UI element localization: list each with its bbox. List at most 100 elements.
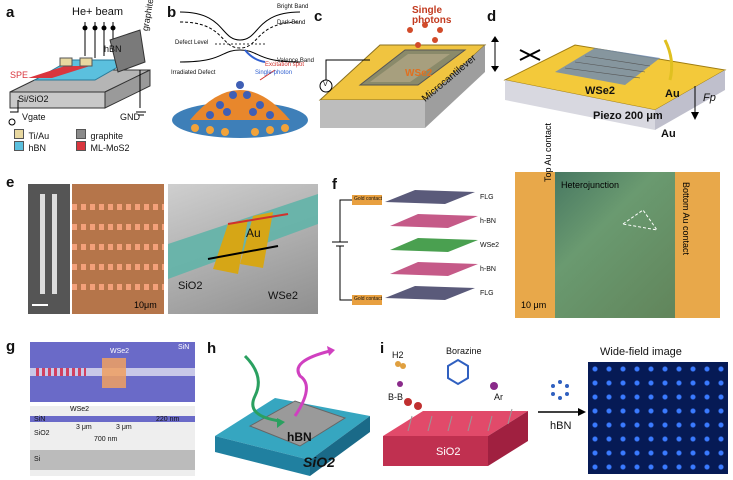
stack-schematic [332, 190, 478, 305]
junction-outline [621, 209, 659, 231]
row [72, 284, 164, 290]
optical-scale: 10μm [134, 300, 157, 310]
legend-item-hbn: hBN [14, 138, 46, 156]
layer-1: FLG [480, 194, 494, 201]
dim1-label: 3 μm [76, 424, 92, 431]
sem-image [28, 184, 70, 314]
h2-label: H2 [392, 350, 404, 360]
band-dark: Dark Band [277, 20, 306, 26]
legend-label: Ti/Au [28, 131, 50, 141]
scale-bar [32, 304, 48, 306]
waveguide-top: SiN WSe2 [30, 342, 195, 402]
row [72, 224, 164, 230]
bottom-contact-label: Bottom Au contact [681, 182, 691, 256]
legend-item-ti-au: Ti/Au [14, 126, 49, 144]
bottom-contact [675, 172, 720, 318]
panel-c: c Single photons WSe2 Microcantilever V [310, 0, 487, 150]
legend-label: graphite [90, 131, 123, 141]
borazine-label: Borazine [446, 346, 482, 356]
wse2-label: WSe2 [268, 290, 298, 302]
layer-2: h-BN [480, 218, 496, 225]
panel-a: a He+ beam hBN graphite SPE Si/SiO2 Vgat… [0, 0, 165, 153]
sin-cross: SiN [34, 416, 46, 423]
band-bright: Bright Band [277, 4, 309, 10]
sio2-label: SiO2 [436, 446, 461, 458]
sio2-label: SiO2 [178, 280, 203, 292]
panel-g: g SiN WSe2 WSe2 SiN 220 nm 3 μm 3 μm 700… [0, 336, 200, 480]
dim3-label: 700 nm [94, 436, 118, 443]
row [72, 204, 164, 210]
afm-shapes [168, 194, 318, 279]
band-diagram [172, 11, 308, 138]
layer-4: h-BN [480, 266, 496, 273]
panel-i: i H2 Borazine B-B Ar SiO2 hBN Wide-field… [378, 336, 733, 480]
cantilever-schematic [318, 22, 487, 128]
sio2-cross: SiO2 [34, 430, 50, 437]
panel-b: b Bright Band Dark Band Valence Band Def… [165, 0, 314, 150]
panel-f: f Gold contact Gold contact FLG h-BN WSe… [330, 123, 733, 320]
au-bottom-label: Au [661, 128, 676, 140]
gold-contact-top: Gold contact [354, 196, 383, 202]
single-photons-label: Single photons [412, 5, 452, 26]
pillar-right [52, 194, 57, 294]
widefield-image [588, 362, 728, 474]
panel-g-label: g [6, 338, 16, 355]
hbn-label: hBN [104, 44, 122, 54]
au-top-label: Au [665, 88, 680, 100]
panel-d: d WSe2 Au Piezo 200 μm Au Fp [485, 0, 733, 150]
device-schematic [8, 22, 151, 126]
band-valence: Valence Band [277, 58, 314, 64]
legend-label: ML-MoS2 [90, 143, 130, 153]
panel-a-label: a [6, 4, 15, 21]
sio2-label: SiO2 [303, 454, 335, 470]
piezo-label: Piezo 200 μm [593, 110, 663, 122]
spe-label: SPE [10, 70, 29, 80]
panel-e: e 10μm Au SiO2 WSe2 [0, 170, 320, 320]
substrate-label: Si/SiO2 [18, 94, 49, 104]
voltage-label: V [323, 81, 328, 88]
legend-swatch-mos2 [76, 141, 86, 151]
heterojunction-label: Heterojunction [561, 180, 620, 190]
legend-swatch-hbn [14, 141, 24, 151]
gnd-label: GND [120, 112, 140, 122]
top-contact-label: Top Au contact [543, 122, 553, 182]
wse2-cross: WSe2 [70, 406, 90, 413]
si-cross: Si [34, 456, 41, 463]
panel-f-label: f [332, 176, 337, 193]
hbn-schematic [215, 346, 370, 476]
dim2-label: 3 μm [116, 424, 132, 431]
top-contact [515, 172, 555, 318]
row [72, 244, 164, 250]
cross-section: WSe2 SiN 220 nm 3 μm 3 μm 700 nm SiO2 Si [30, 406, 195, 476]
irradiated-defect: Irradiated Defect [171, 70, 216, 76]
hbn-label: hBN [550, 420, 572, 432]
micrograph: Top Au contact Bottom Au contact Heteroj… [515, 123, 720, 318]
vgate-label: Vgate [22, 112, 46, 122]
wse2-label: WSe2 [585, 85, 615, 97]
grating [36, 368, 86, 376]
legend-label: hBN [28, 143, 46, 153]
panel-e-label: e [6, 174, 15, 191]
panel-d-label: d [487, 8, 497, 25]
scale-label: 10 μm [521, 300, 547, 310]
afm-render: Au SiO2 WSe2 [168, 184, 318, 314]
sin-layer [30, 416, 195, 422]
panel-h-label: h [207, 340, 217, 357]
legend-item-graphite: graphite [76, 126, 123, 144]
optical-image: 10μm [72, 184, 164, 314]
beam-label: He+ beam [72, 6, 124, 18]
ar-label: Ar [494, 392, 503, 402]
bb-label: B-B [388, 392, 404, 402]
wse2-top: WSe2 [110, 348, 130, 355]
panel-i-label: i [380, 340, 385, 357]
panel-c-label: c [314, 8, 323, 25]
panel-h: h hBN SiO2 [205, 336, 375, 480]
au-label: Au [246, 226, 261, 240]
single-photon: Single-photon [255, 70, 293, 76]
row [72, 264, 164, 270]
piezo-schematic [491, 36, 727, 130]
flake [102, 358, 126, 388]
legend-item-mos2: ML-MoS2 [76, 138, 129, 156]
wse2-label: WSe2 [405, 68, 433, 79]
layer-3: WSe2 [480, 242, 500, 249]
